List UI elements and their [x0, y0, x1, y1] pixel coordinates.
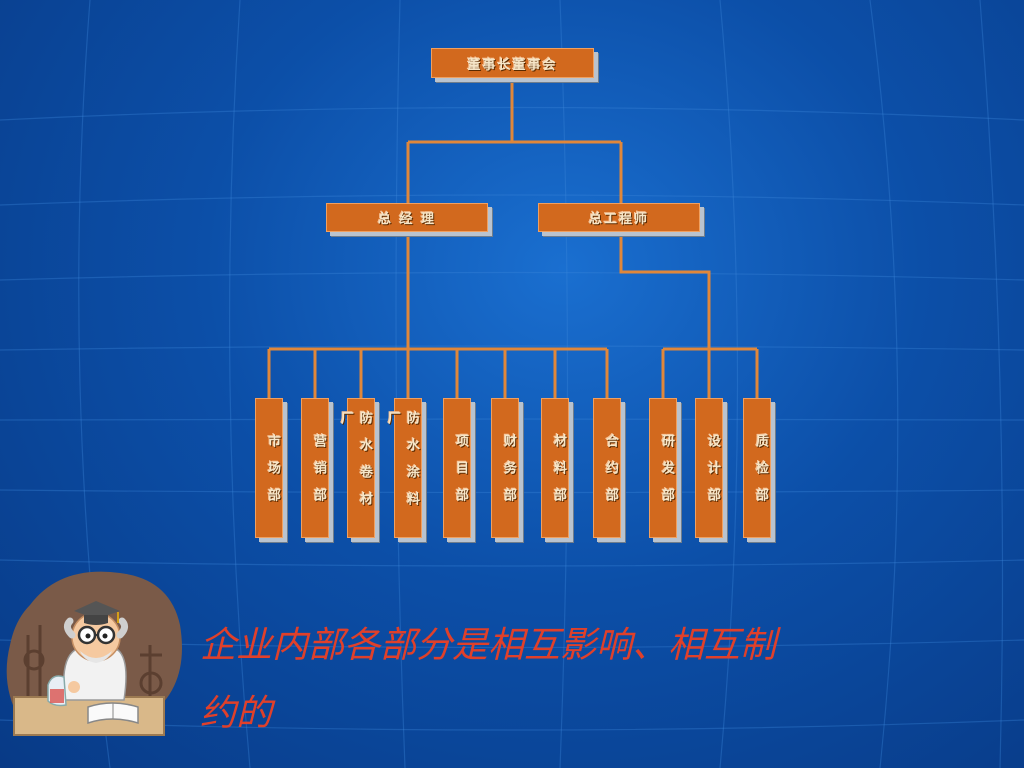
node-project-dept: 项目部: [443, 398, 471, 538]
scientist-mascot-icon: [6, 571, 182, 736]
node-materials-dept: 材料部: [541, 398, 569, 538]
node-contract-dept: 合约部: [593, 398, 621, 538]
node-chief-engineer: 总工程师: [538, 203, 700, 232]
node-sales-dept: 营销部: [301, 398, 329, 538]
node-design-dept: 设计部: [695, 398, 723, 538]
node-board: 董事长董事会: [431, 48, 594, 78]
node-rnd-dept: 研发部: [649, 398, 677, 538]
node-membrane-factory: 防水卷材厂: [338, 398, 375, 538]
node-finance-dept: 财务部: [491, 398, 519, 538]
node-qc-dept: 质检部: [743, 398, 771, 538]
node-market-dept: 市场部: [255, 398, 283, 538]
node-coating-factory: 防水涂料厂: [385, 398, 422, 538]
caption-text: 企业内部各部分是相互影响、相互制约的: [200, 625, 777, 734]
node-general-manager: 总 经 理: [326, 203, 488, 232]
